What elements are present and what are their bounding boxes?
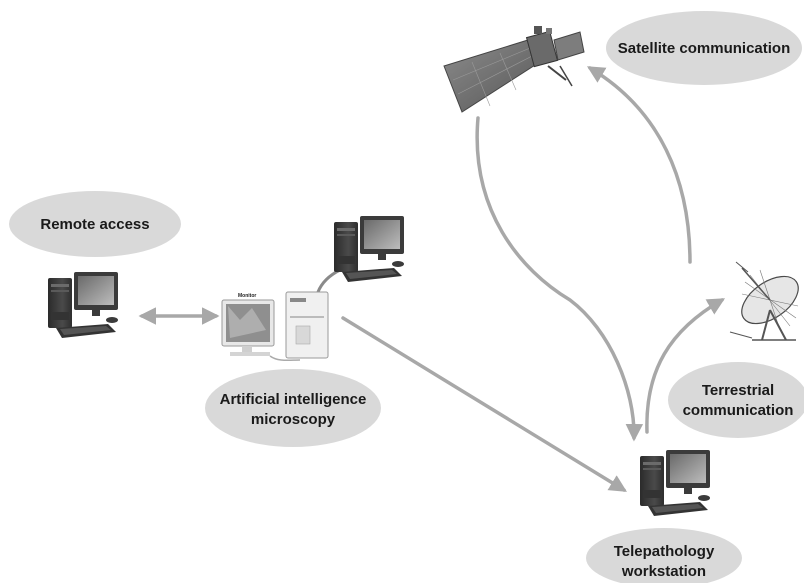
remote-access-node: Remote access [9, 191, 181, 257]
microscopy-workstation-icon: Monitor [221, 291, 329, 362]
satellite-icon [443, 26, 585, 113]
artificial-intelligence-microscopy-node: Artificial intelligence microscopy [205, 369, 381, 447]
telepathology-workstation-label-line2: workstation [621, 563, 706, 580]
monitor-caption: Monitor [238, 293, 256, 299]
telepathology-workstation-bubble [586, 528, 742, 583]
terrestrial-communication-label-line2: communication [683, 402, 794, 419]
terrestrial-communication-label-line1: Terrestrial [702, 382, 774, 399]
remote-access-bubble [9, 191, 181, 257]
telepathology-workstation-label-line1: Telepathology [614, 543, 715, 560]
satellite-communication-label: Satellite communication [618, 40, 791, 57]
telepathology-workstation-node: Telepathology workstation [586, 528, 742, 583]
connection-arrows [138, 66, 726, 492]
ai-microscopy-bubble [205, 369, 381, 447]
terrestrial-communication-node: Terrestrial communication [668, 362, 804, 438]
radio-antenna-icon [729, 261, 799, 341]
satellite-communication-bubble [606, 11, 802, 85]
terrestrial-communication-bubble [668, 362, 804, 438]
terrestrial-to-satellite-arrow [586, 66, 692, 264]
microscopy-to-workstation-arrow [341, 316, 627, 492]
satellite-communication-node: Satellite communication [606, 11, 802, 85]
microscopy-cable [316, 268, 341, 293]
ai-microscopy-label-line2: microscopy [251, 411, 336, 428]
workstation-to-terrestrial-arrow [645, 298, 726, 434]
remote-access-computer-icon [48, 272, 118, 338]
remote-access-label: Remote access [40, 216, 149, 233]
top-computer-icon [334, 216, 404, 282]
satellite-to-workstation-arrow [475, 116, 644, 442]
telepathology-workstation-computer-icon [640, 450, 710, 516]
ai-microscopy-label-line1: Artificial intelligence [220, 391, 367, 408]
